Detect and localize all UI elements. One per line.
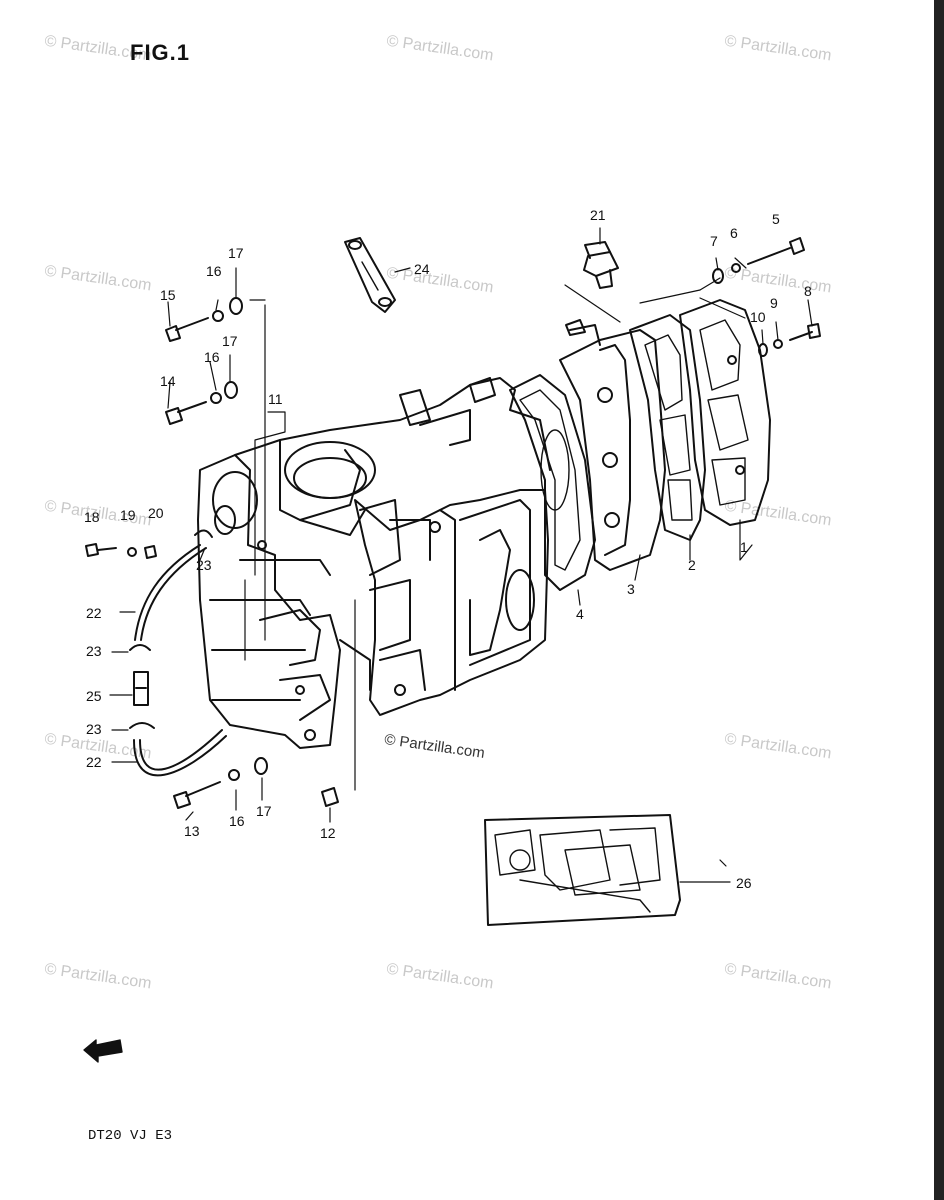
callout-22[interactable]: 22 [86,605,102,621]
washer-19 [127,547,137,557]
model-code: DT20 VJ E3 [88,1128,173,1144]
washer-9 [773,339,783,349]
bolt-5 [747,237,805,265]
clip-23 [194,529,213,538]
callout-2[interactable]: 2 [688,557,696,573]
washer-17 [229,297,243,315]
callout-26[interactable]: 26 [736,875,752,891]
washer-16 [228,769,240,781]
nipple-25 [133,671,149,706]
clip-23 [129,722,155,729]
hose-22-lower [139,729,223,771]
hose-22-upper [134,544,201,641]
nut-20 [144,545,157,559]
washer-16 [212,310,224,322]
callout-23[interactable]: 23 [86,643,102,659]
callout-23[interactable]: 23 [86,721,102,737]
page-edge [934,0,944,1200]
callout-10[interactable]: 10 [750,309,766,325]
forward-arrow-icon [83,1039,123,1063]
bolt-15 [165,317,209,342]
callout-8[interactable]: 8 [804,283,812,299]
callout-21[interactable]: 21 [590,207,606,223]
callout-4[interactable]: 4 [576,606,584,622]
washer-6 [731,263,741,273]
washer-17 [224,381,238,399]
washer-16 [210,392,222,404]
callout-3[interactable]: 3 [627,581,635,597]
gasket-2 [629,314,706,541]
callout-17[interactable]: 17 [228,245,244,261]
callout-5[interactable]: 5 [772,211,780,227]
callout-16[interactable]: 16 [204,349,220,365]
callout-16[interactable]: 16 [206,263,222,279]
figure-title: FIG.1 [130,40,191,65]
hose-22-lower-edge [133,735,227,777]
cylinder-cover-1 [679,299,771,526]
bolt-13 [173,781,221,809]
washer-17 [254,757,268,775]
callout-24[interactable]: 24 [414,261,430,277]
gasket-set-26 [484,814,681,926]
bolt-8 [789,323,821,341]
bracket-24 [344,237,396,313]
gasket-4 [509,374,596,591]
callout-20[interactable]: 20 [148,505,164,521]
callout-15[interactable]: 15 [160,287,176,303]
cylinder-head-3 [559,319,666,571]
callout-17[interactable]: 17 [222,333,238,349]
callout-9[interactable]: 9 [770,295,778,311]
callout-25[interactable]: 25 [86,688,102,704]
crankcase-body [197,304,551,791]
callout-7[interactable]: 7 [710,233,718,249]
leader-lines [109,227,813,883]
callout-11[interactable]: 11 [268,391,283,407]
plug-21 [583,241,619,289]
nut-12 [321,787,339,807]
callout-17[interactable]: 17 [256,803,272,819]
callout-22[interactable]: 22 [86,754,102,770]
callout-23[interactable]: 23 [196,557,212,573]
callout-16[interactable]: 16 [229,813,245,829]
callout-1[interactable]: 1 [740,539,748,555]
callout-12[interactable]: 12 [320,825,336,841]
callout-13[interactable]: 13 [184,823,200,839]
callout-14[interactable]: 14 [160,373,176,389]
bolt-18 [85,543,117,557]
hose-22-upper-edge [140,547,207,641]
callout-18[interactable]: 18 [84,509,100,525]
callout-19[interactable]: 19 [120,507,136,523]
bolt-14 [165,401,207,425]
clip-23 [129,644,151,651]
callout-6[interactable]: 6 [730,225,738,241]
